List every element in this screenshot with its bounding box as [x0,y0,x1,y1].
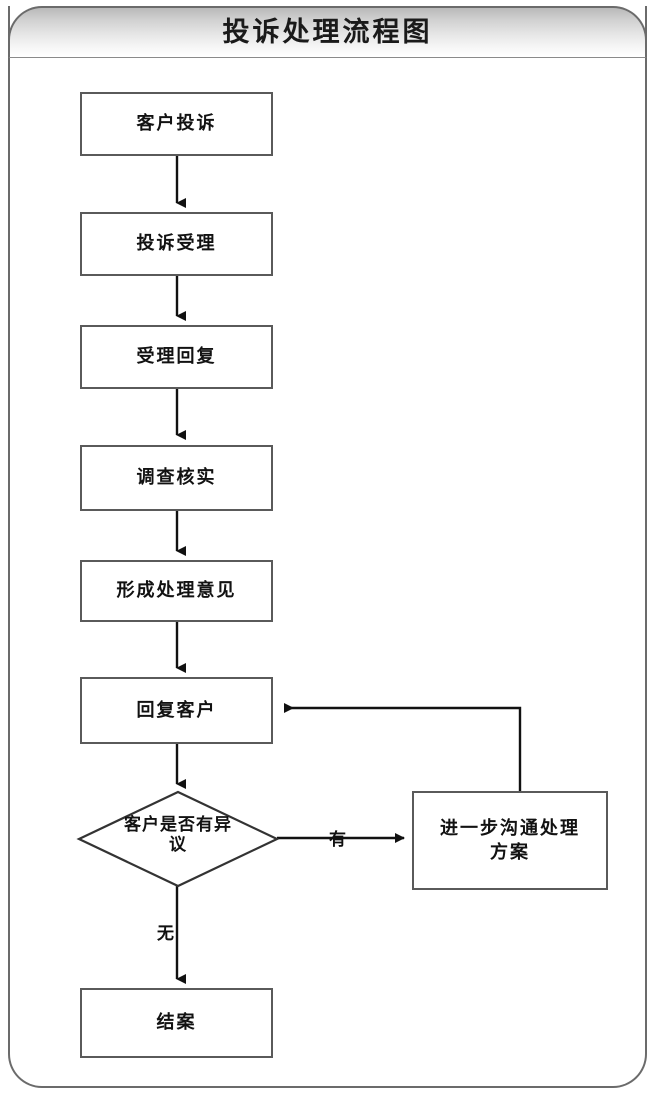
node-has-objection-shape[interactable] [76,790,280,888]
edge-n8-n6 [284,703,522,791]
node-label: 客户投诉 [136,113,217,135]
node-label: 进一步沟通处理 方案 [440,818,580,863]
node-label: 投诉受理 [136,233,217,255]
page-title: 投诉处理流程图 [222,17,433,48]
node-label: 受理回复 [136,346,217,368]
node-label: 形成处理意见 [116,580,237,602]
node-complaint-acceptance[interactable]: 投诉受理 [80,212,273,276]
node-customer-complaint[interactable]: 客户投诉 [80,92,273,156]
node-label: 调查核实 [136,467,217,489]
node-acceptance-reply[interactable]: 受理回复 [80,325,273,389]
node-reply-customer[interactable]: 回复客户 [80,677,273,744]
node-case-closed[interactable]: 结案 [80,988,273,1058]
node-label: 回复客户 [136,699,217,721]
node-investigate-verify[interactable]: 调查核实 [80,445,273,511]
node-form-opinion[interactable]: 形成处理意见 [80,560,273,622]
panel-header: 投诉处理流程图 [8,6,647,58]
diagram-panel [8,6,647,1088]
edge-label-yes: 有 [329,830,347,850]
edge-label-no: 无 [157,924,175,944]
node-further-communication[interactable]: 进一步沟通处理 方案 [412,791,608,890]
node-label: 结案 [156,1012,197,1034]
